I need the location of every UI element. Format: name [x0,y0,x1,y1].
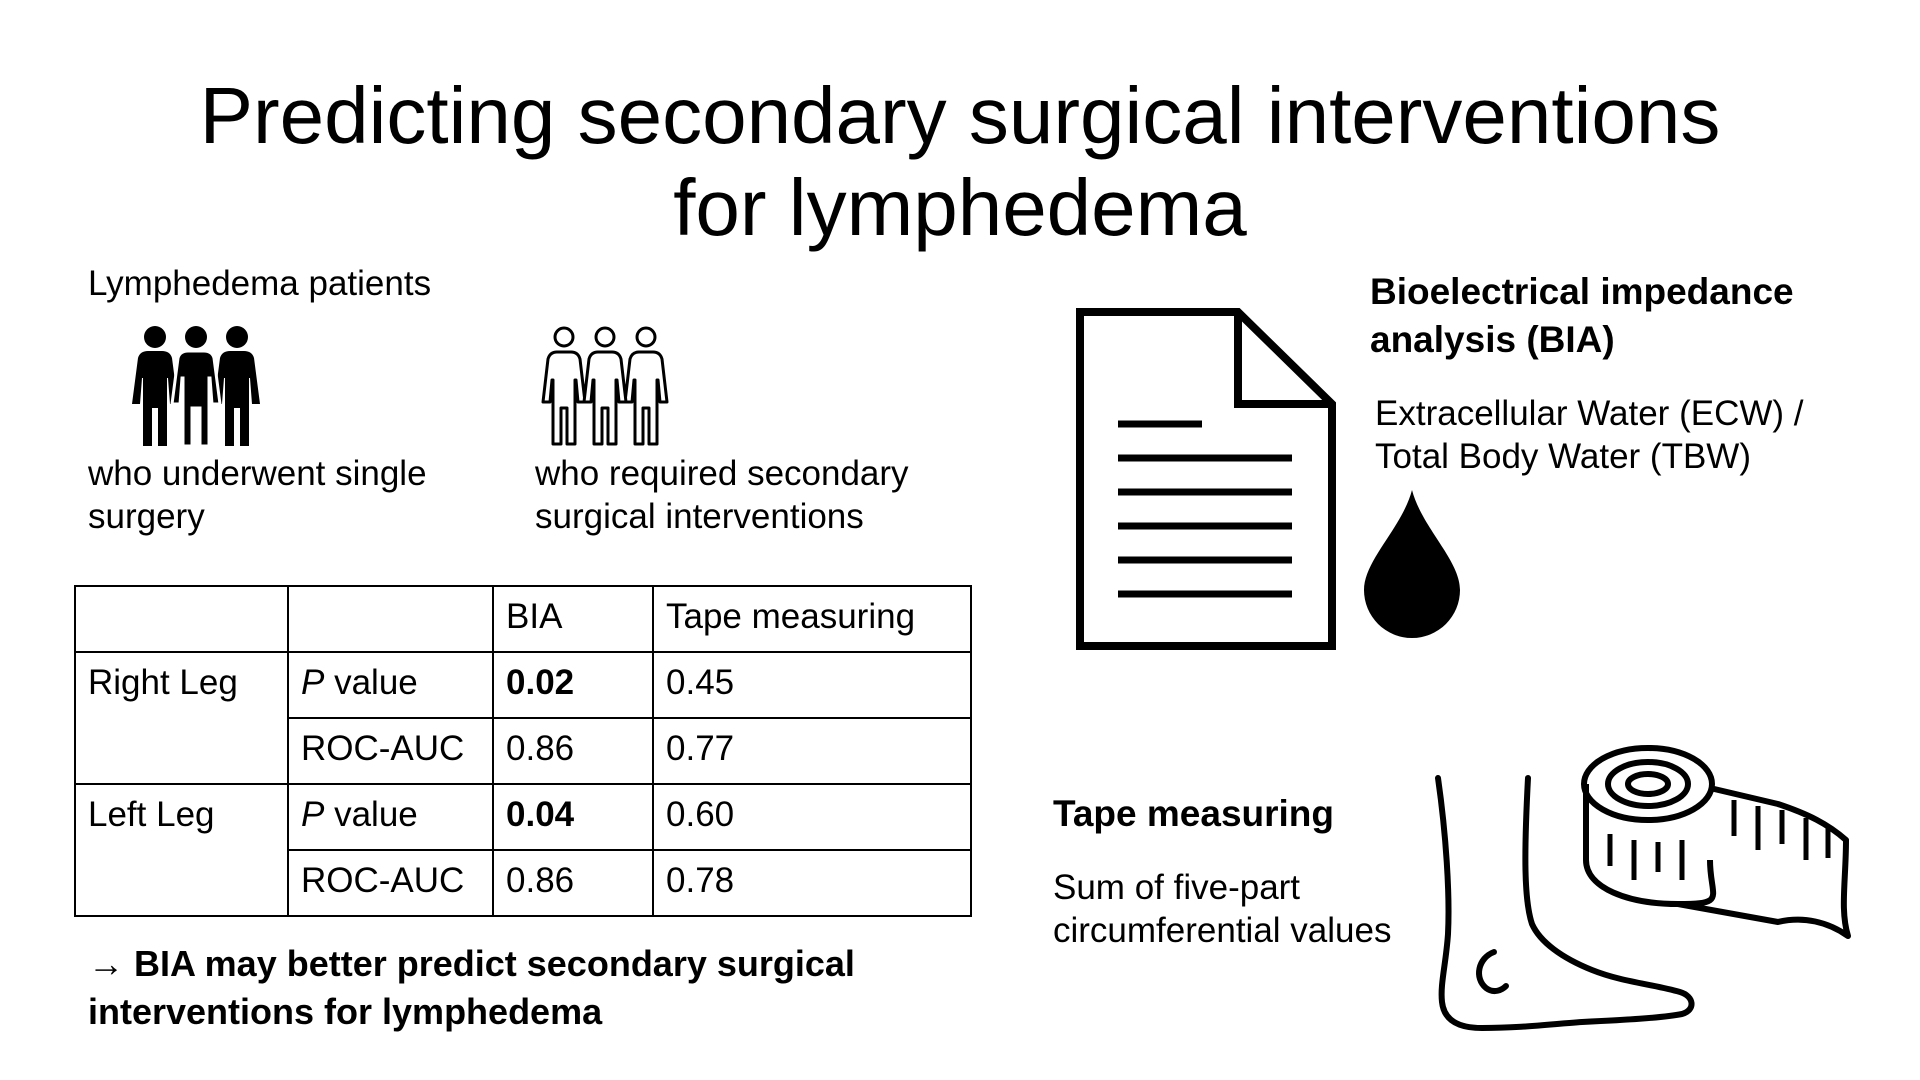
tape-value: 0.45 [652,651,972,719]
page-title: Predicting secondary surgical interventi… [0,70,1920,254]
table-row: ROC-AUC 0.86 0.78 [75,849,972,917]
title-line-2: for lymphedema [673,163,1247,252]
table-row: Left Leg P value 0.04 0.60 [74,783,972,917]
measuring-tape-icon [1581,745,1851,939]
metric-cell: ROC-AUC [287,849,494,917]
conclusion-text: → BIA may better predict secondary surgi… [88,943,855,1032]
tape-description: Sum of five-part circumferential values [1053,868,1392,950]
table-header-row: BIA Tape measuring [74,585,972,653]
bia-value: 0.86 [492,717,654,785]
bia-value: 0.02 [492,651,654,719]
metric-cell: P value [287,651,494,719]
header-cell-tape: Tape measuring [652,585,972,653]
water-drop-icon [1364,490,1460,638]
leg-foot-icon [1435,775,1695,1031]
metric-cell: ROC-AUC [287,717,494,785]
header-cell-bia: BIA [492,585,654,653]
document-icon [1076,308,1336,650]
single-surgery-label: who underwent single surgery [88,454,427,536]
group-right-leg: Right Leg [74,651,289,785]
people-outline-icon [541,326,669,446]
bia-description: Extracellular Water (ECW) / Total Body W… [1375,394,1804,476]
bia-value: 0.04 [492,783,654,851]
table-row: ROC-AUC 0.86 0.77 [75,717,972,785]
group-left-leg: Left Leg [74,783,289,917]
tape-heading: Tape measuring [1053,793,1335,834]
bia-value: 0.86 [492,849,654,917]
header-cell [74,585,289,653]
tape-value: 0.77 [652,717,972,785]
tape-value: 0.78 [652,849,972,917]
patients-heading: Lymphedema patients [88,264,432,303]
secondary-surgery-label: who required secondary surgical interven… [535,454,909,536]
comparison-table: BIA Tape measuring Right Leg P value 0.0… [74,585,972,917]
header-cell [287,585,494,653]
tape-value: 0.60 [652,783,972,851]
bia-heading: Bioelectrical impedance analysis (BIA) [1370,271,1794,360]
metric-cell: P value [287,783,494,851]
people-filled-icon [132,326,260,448]
table-row: Right Leg P value 0.02 0.45 [74,651,972,785]
title-line-1: Predicting secondary surgical interventi… [199,71,1721,160]
